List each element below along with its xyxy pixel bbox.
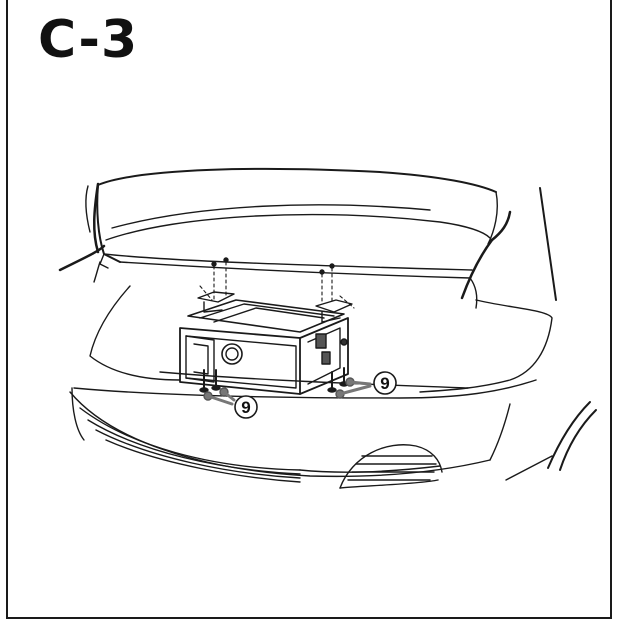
diagram-frame (6, 0, 612, 619)
trunk-floor (69, 391, 511, 483)
screw-guides-top (199, 261, 355, 309)
hinge-right (460, 187, 557, 309)
callout-label: 9 (380, 374, 389, 393)
screws-top (211, 257, 335, 275)
screws-bottom-right (327, 367, 372, 399)
cd-changer-unit (179, 299, 349, 395)
trunk-interior (71, 285, 553, 441)
trunk-lid (96, 167, 498, 279)
step-label: C-3 (38, 10, 139, 70)
callout-9-left: 9 (234, 395, 258, 419)
wheel-well (339, 444, 443, 489)
callout-label: 9 (241, 398, 250, 417)
screws-bottom-left (199, 369, 236, 406)
mounting-brackets (197, 291, 353, 323)
callout-9-right: 9 (373, 371, 397, 395)
fender-line (505, 401, 597, 481)
hinge-left (58, 182, 106, 283)
